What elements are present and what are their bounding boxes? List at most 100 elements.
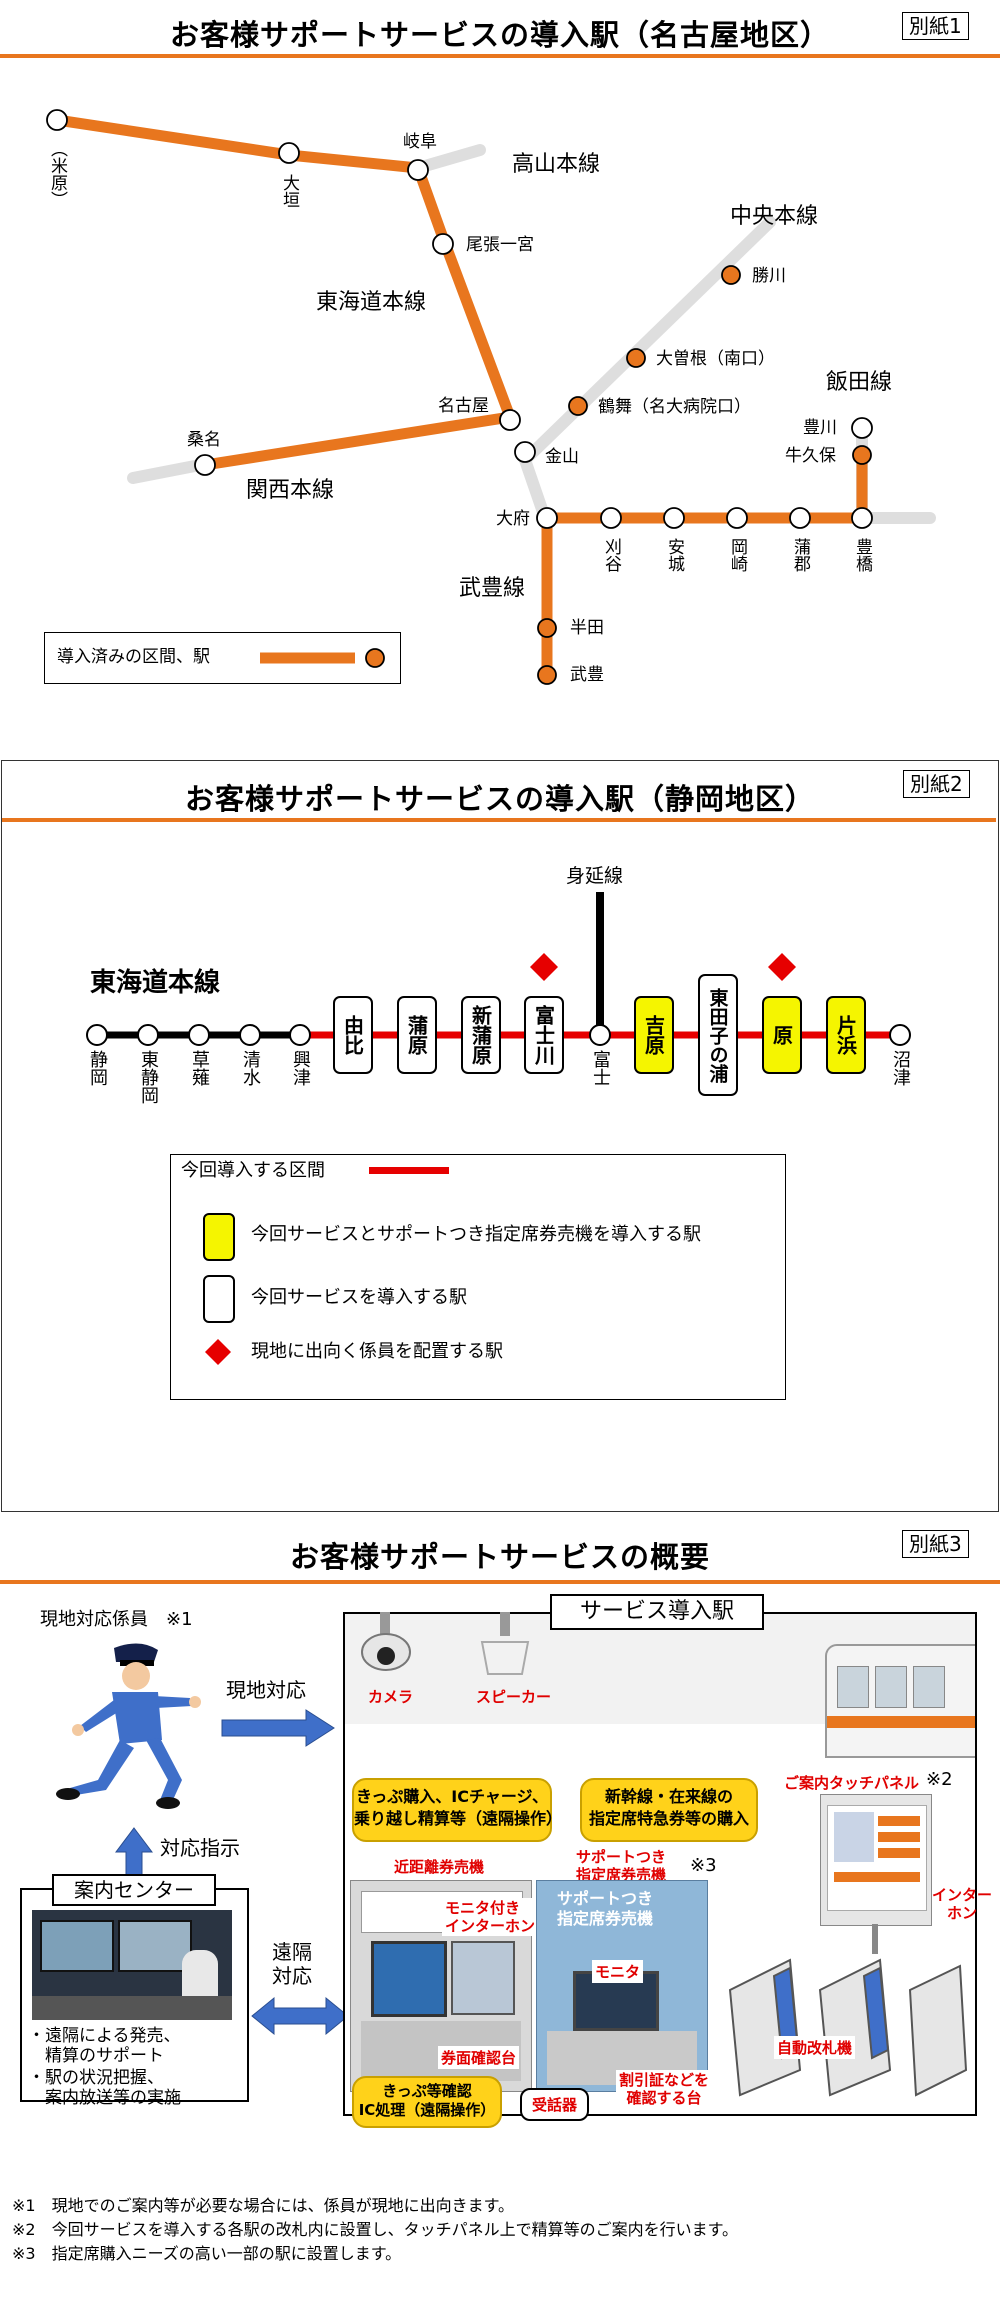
station-kanbara: 蒲原 xyxy=(397,996,437,1074)
station-toyohashi: 豊橋 xyxy=(852,538,872,572)
staff-label: 現地対応係員 ※1 xyxy=(40,1609,193,1630)
station-fujikawa: 富士川 xyxy=(524,996,564,1074)
station-ushikubo: 牛久保 xyxy=(785,446,836,466)
guide-touch-panel xyxy=(820,1794,932,1926)
nagoya-title: お客様サポートサービスの導入駅（名古屋地区） xyxy=(169,18,830,52)
station-obu: 大府 xyxy=(496,509,530,529)
shizuoka-legend: 今回導入する区間 今回サービスとサポートつき指定席券売機を導入する駅 今回サービ… xyxy=(170,1154,786,1400)
station-gamagori: 蒲郡 xyxy=(790,538,810,572)
station-title: サービス導入駅 xyxy=(550,1594,764,1630)
station-shizuoka: 静岡 xyxy=(87,1050,108,1086)
station-maibara: （米原） xyxy=(47,140,67,208)
station-yoshiwara: 吉原 xyxy=(634,996,674,1074)
legend-section-label: 今回導入する区間 xyxy=(181,1160,325,1181)
center-title: 案内センター xyxy=(52,1874,216,1906)
station-tsurumai: 鶴舞（名大病院口） xyxy=(598,397,751,417)
legend-white-label: 今回サービスを導入する駅 xyxy=(251,1287,467,1308)
machine1-label: 近距離券売機 xyxy=(394,1858,485,1876)
station-kanayama: 金山 xyxy=(545,447,579,467)
station-higashi-shizuoka: 東静岡 xyxy=(138,1050,159,1104)
station-kusanagi: 草薙 xyxy=(189,1050,210,1086)
station-hara: 原 xyxy=(762,996,802,1074)
ticket-check-label: 券面確認台 xyxy=(438,2046,520,2069)
onsite-label: 現地対応 xyxy=(226,1678,306,1702)
legend-yellow-label: 今回サービスとサポートつき指定席券売機を導入する駅 xyxy=(251,1224,701,1245)
reserved-seat-ticket-machine: サポートつき 指定席券売機 xyxy=(536,1880,708,2092)
gates-label: 自動改札機 xyxy=(774,2036,856,2059)
interphone-label: インター ホン xyxy=(932,1886,993,1922)
center-item-2: ・駅の状況把握、 案内放送等の実施 xyxy=(28,2068,181,2108)
legend-diamond-icon xyxy=(205,1339,231,1365)
center-item-1: ・遠隔による発売、 精算のサポート xyxy=(28,2026,181,2066)
instruction-label: 対応指示 xyxy=(160,1836,240,1860)
station-ozone: 大曽根（南口） xyxy=(656,349,775,369)
touch-panel-label: ご案内タッチパネル xyxy=(784,1774,920,1792)
station-numazu: 沼津 xyxy=(890,1050,911,1086)
line-iida: 飯田線 xyxy=(826,370,893,395)
running-staff-illustration xyxy=(56,1643,201,1809)
line-takayama: 高山本線 xyxy=(512,152,601,177)
center-box: 案内センター ・遠隔による発売、 精算のサポート ・駅の状況把握、 案内放送等の… xyxy=(20,1874,249,2108)
legend-red-line xyxy=(369,1167,449,1174)
nagoya-tag: 別紙1 xyxy=(902,12,969,40)
callout-ticket-purchase: きっぷ購入、ICチャージ、 乗り越し精算等（遠隔操作） xyxy=(352,1778,562,1842)
overview-rule xyxy=(0,1580,1000,1584)
station-gifu: 岐阜 xyxy=(403,132,437,152)
camera-icon xyxy=(361,1612,411,1671)
discount-check-label: 割引証などを 確認する台 xyxy=(616,2070,713,2108)
machine-sign: サポートつき 指定席券売機 xyxy=(557,1889,654,1928)
station-kuwana: 桑名 xyxy=(187,430,221,450)
station-toyokawa: 豊川 xyxy=(803,418,837,438)
legend-yellow-box xyxy=(203,1213,235,1261)
staff-diamond-hara xyxy=(768,953,796,981)
touch-panel-pole xyxy=(872,1924,878,1954)
machine2-label: サポートつき 指定席券売機 xyxy=(576,1848,667,1884)
staff-diamond-fujikawa xyxy=(530,953,558,981)
monitor-label: モニタ xyxy=(592,1960,644,1983)
line-chuo: 中央本線 xyxy=(730,204,819,229)
speaker-icon xyxy=(480,1612,530,1675)
station-taketoyo: 武豊 xyxy=(570,665,604,685)
monitor-interphone-label: モニタ付き インターホン xyxy=(442,1898,539,1936)
station-ogaki: 大垣 xyxy=(279,174,299,208)
mark-2: ※2 xyxy=(926,1769,953,1790)
line-taketoyo: 武豊線 xyxy=(459,576,526,601)
station-nagoya: 名古屋 xyxy=(438,396,489,416)
station-okitsu: 興津 xyxy=(290,1050,311,1086)
line-kansai: 関西本線 xyxy=(246,478,335,503)
overview-tag: 別紙3 xyxy=(902,1530,969,1558)
shizuoka-tag: 別紙2 xyxy=(903,770,970,798)
onsite-arrow xyxy=(221,1709,335,1747)
shizuoka-rule xyxy=(2,818,996,822)
note-1: ※1 現地でのご案内等が必要な場合には、係員が現地に出向きます。 xyxy=(12,2196,514,2215)
station-kariya: 刈谷 xyxy=(601,538,621,572)
legend-white-box xyxy=(203,1275,235,1323)
station-kachigawa: 勝川 xyxy=(752,266,786,286)
station-higashi-tagonoura: 東田子の浦 xyxy=(698,974,738,1096)
station-owari-ichinomiya: 尾張一宮 xyxy=(466,235,534,255)
legend-label: 導入済みの区間、駅 xyxy=(57,647,210,667)
shizuoka-frame xyxy=(1,760,999,1512)
legend-swatch xyxy=(260,648,385,668)
nagoya-legend: 導入済みの区間、駅 xyxy=(44,632,401,684)
callout-reserved-purchase: 新幹線・在来線の 指定席特急券等の購入 xyxy=(580,1778,758,1842)
shizuoka-line-tokaido: 東海道本線 xyxy=(90,968,221,998)
station-shimizu: 清水 xyxy=(240,1050,261,1086)
remote-arrow xyxy=(251,1996,349,2036)
center-photo xyxy=(32,1910,232,2020)
note-3: ※3 指定席購入ニーズの高い一部の駅に設置します。 xyxy=(12,2244,402,2263)
line-tokaido: 東海道本線 xyxy=(316,290,427,315)
station-handa: 半田 xyxy=(570,618,604,638)
remote-label: 遠隔 対応 xyxy=(272,1940,312,1988)
legend-diamond-label: 現地に出向く係員を配置する駅 xyxy=(251,1341,503,1362)
station-katahama: 片浜 xyxy=(826,996,866,1074)
train-illustration xyxy=(825,1644,975,1758)
station-circles-orange xyxy=(537,265,872,685)
nagoya-route-map xyxy=(46,109,936,685)
station-okazaki: 岡崎 xyxy=(727,538,747,572)
mark-3: ※3 xyxy=(690,1855,717,1876)
callout-ic-processing: きっぷ等確認 IC処理（遠隔操作） xyxy=(352,2076,502,2128)
station-anjo: 安城 xyxy=(664,538,684,572)
nagoya-rule xyxy=(0,54,1000,58)
automatic-ticket-gates xyxy=(728,1958,968,2097)
